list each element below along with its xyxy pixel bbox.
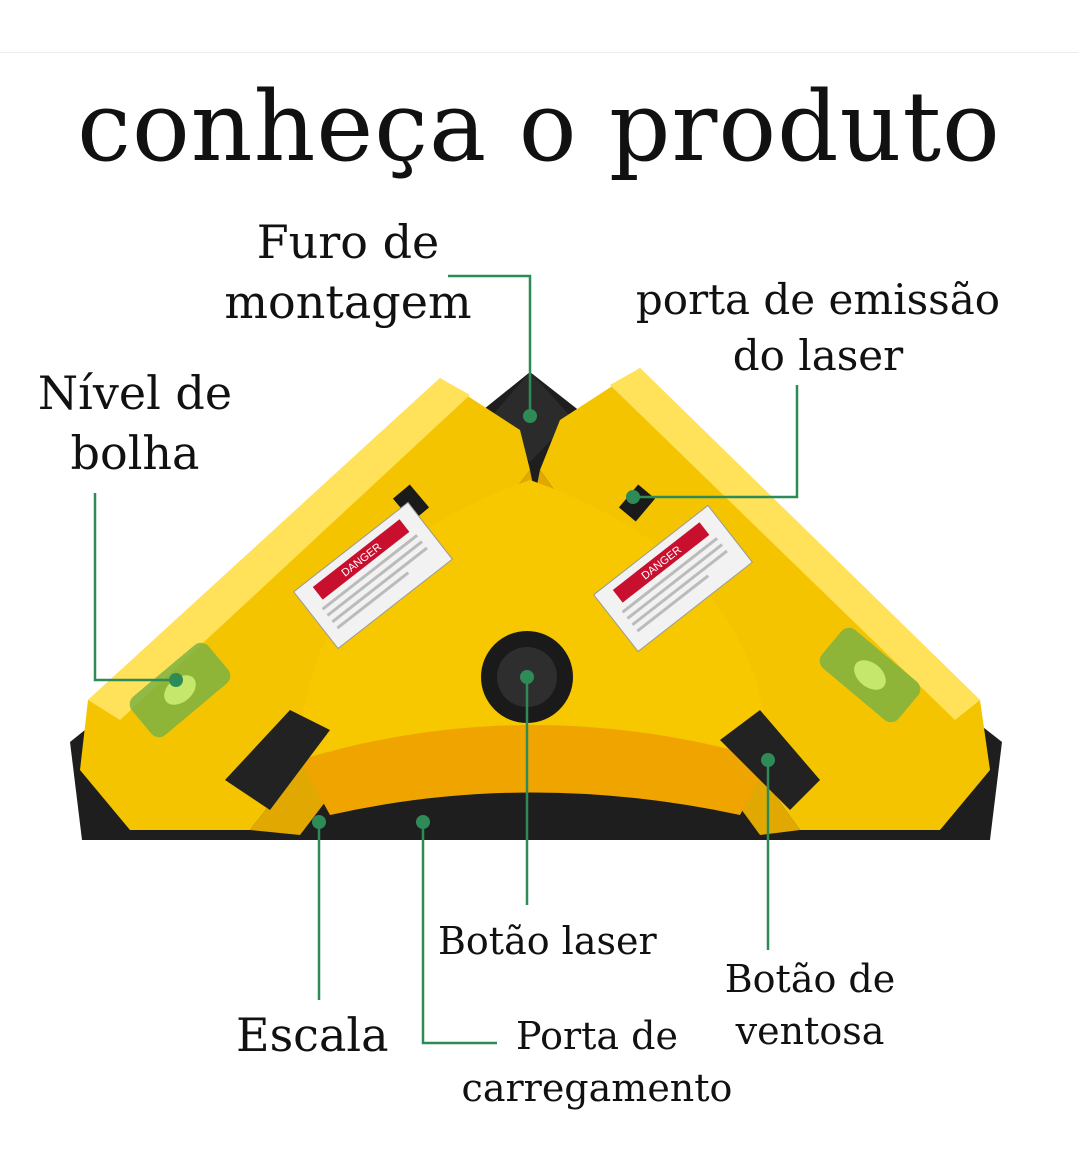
label-carregamento-line2: carregamento	[461, 1066, 733, 1110]
page-title: conheça o produto	[77, 71, 1001, 183]
warning-label-left: DANGER	[293, 501, 454, 650]
leader-dots	[169, 409, 775, 829]
bubble-level-right	[819, 627, 921, 723]
label-furo-line1: Furo de	[256, 215, 440, 269]
label-furo-line2: montagem	[224, 275, 472, 329]
scale-arc	[300, 725, 770, 815]
label-furo-de-montagem: Furo de montagem	[218, 212, 478, 332]
label-botao-laser-text: Botão laser	[438, 919, 657, 963]
warning-label-right: DANGER	[593, 504, 754, 653]
label-nivel-line2: bolha	[70, 426, 200, 480]
label-ventosa-line1: Botão de	[724, 957, 896, 1001]
label-nivel-de-bolha: Nível de bolha	[30, 363, 240, 483]
emission-port-right	[618, 484, 656, 522]
suction-left	[225, 710, 330, 810]
label-emissao-line2: do laser	[732, 331, 904, 380]
label-porta-de-emissao: porta de emissão do laser	[628, 272, 1008, 384]
label-ventosa-line2: ventosa	[735, 1009, 885, 1053]
leader-lines	[93, 274, 799, 1045]
label-porta-de-carregamento: Porta de carregamento	[452, 1010, 742, 1114]
top-divider	[0, 52, 1078, 53]
label-escala-text: Escala	[236, 1008, 389, 1062]
label-botao-de-ventosa: Botão de ventosa	[715, 953, 905, 1057]
label-carregamento-line1: Porta de	[516, 1014, 678, 1058]
label-emissao-line1: porta de emissão	[635, 275, 1001, 324]
emission-port-left	[392, 484, 430, 522]
label-escala: Escala	[236, 1005, 389, 1065]
label-nivel-line1: Nível de	[37, 366, 233, 420]
label-botao-laser: Botão laser	[438, 915, 657, 967]
